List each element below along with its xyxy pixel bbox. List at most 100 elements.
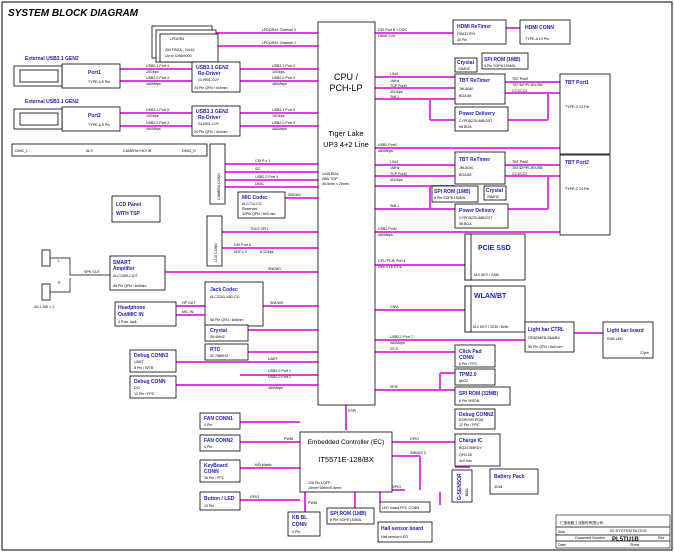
light-ctrl-block: Light bar CTRL ITE8296FN-56A/BX 56 Pin Q… <box>524 321 575 353</box>
sig-usb2-p1-rate: 480Mbps <box>378 149 393 153</box>
clickpad-block: Click Pad CONN 8 Pin / FPC <box>454 344 496 368</box>
sig-edp: eDP x 4 <box>234 250 247 254</box>
sig-sml1-top: SML1 <box>390 95 399 99</box>
pcie-ssd-block: PCIE SSD M.2 KEY / 2280 <box>464 233 526 281</box>
sig-ddi-a: DDI Port A <box>234 243 252 247</box>
light-board-t2: RGB LED <box>607 337 623 341</box>
sig-tcp0-rate: 40Gbps <box>390 90 403 94</box>
sig-tbt-pd1: TBT/DP/PCIE/USB <box>512 83 543 87</box>
hdmi-conn-t2: TYPE-A 19 Pin <box>525 37 549 41</box>
redriver2-t3: GL9901-OJY <box>198 122 220 126</box>
hdmi-retimer-t2: IT66317FN <box>457 32 475 36</box>
hdmi-conn-block: HDMI CONN TYPE-A 19 Pin <box>519 19 571 45</box>
lcd-panel-block: LCD Panel WITH TSP LCD CONN <box>111 195 223 267</box>
sig-spi0: SPI0 <box>390 385 398 389</box>
sig-usb20-p3-cam: USB2.0 Port 3 <box>255 175 278 179</box>
pcie-ssd-t1: PCIE SSD <box>478 245 511 252</box>
rtc-t1: RTC <box>210 347 221 353</box>
charge-t1: Charge IC <box>459 438 483 444</box>
rtc-block: RTC 32.768KHZ <box>204 343 249 361</box>
tpm-t1: TPM2.0 <box>459 372 477 378</box>
sig-usb20-p7: USB2.0 Port 7 <box>390 335 413 339</box>
ec-part: IT5571E-128/BX <box>318 455 373 464</box>
sig-sndw0: SNDW0 <box>270 301 283 305</box>
headphone-block: Headphone Out/MIC IN 4 Pole Jack <box>114 301 177 327</box>
fan1-t2: 4 Pin <box>204 423 212 427</box>
speaker-block: L R 4Ω 1.5W × 2 <box>34 249 110 309</box>
wlan-block: WLAN/BT M.2 KEY / 2230 / Both <box>464 285 526 333</box>
spi-rom-ec-block: SPI ROM (1MB) 8 Pin SOP8 150MIL <box>326 507 375 525</box>
tb-company: 仁宝电脑工业股份有限公司 <box>560 520 604 525</box>
amp-t4: 48 Pin QFN / 6x6mm <box>113 284 147 288</box>
pd2-t1: Power Delivery <box>459 208 495 214</box>
tb-code: PL5TU1B <box>612 537 639 543</box>
sig-cc1: CC1/CC2 <box>512 89 527 93</box>
sig-sndw1: SNDW1 <box>268 267 281 271</box>
spi-rom2-block: SPI ROM (1MB) 8 Pin SOP8 150MIL <box>431 185 479 203</box>
sig-tbt-port2: TBT Port2 <box>512 160 528 164</box>
tb-date: Date: <box>558 543 567 547</box>
clickpad-t1: Click Pad <box>459 349 482 355</box>
crystal-top-t2: 25MHZ <box>458 67 471 71</box>
sig-gpio3: GPIO <box>392 485 401 489</box>
spi32-t1: SPI ROM (32MB) <box>459 391 499 397</box>
dbg2-t1: Debug CONN <box>134 379 166 385</box>
sig-csi: CSI P x 1 <box>255 159 270 163</box>
fan1-block: FAN CONN1 4 Pin <box>199 412 241 430</box>
charge-ic-block: Charge IC BQ24780RUY QFN 28 4x4 mm <box>454 433 501 467</box>
ec-block: Embedded Controller (EC) IT5571E-128/BX … <box>299 431 393 493</box>
sig-ddi-b: DDI Port B + DDC <box>378 28 407 32</box>
light-board-t3: 27pin <box>640 351 649 355</box>
tbt2-t1: TBT ReTimer <box>459 157 490 163</box>
sig-espi: ESPI <box>348 409 356 413</box>
rtc-t2: 32.768KHZ <box>210 354 229 358</box>
signal-labels: LPDDR4X Channel 0 LPDDR4X Channel 1 USB3… <box>84 28 543 505</box>
redriver1-t2: Re-Driver <box>198 71 221 77</box>
btn-t1: Button / LED <box>204 496 235 502</box>
lpddr4-t1: LPDDR4 <box>170 37 184 41</box>
g-sensor-block: G-SENSOR BMA <box>451 469 473 503</box>
hp-t3: 4 Pole Jack <box>118 320 137 324</box>
crystal-bot-block: Crystal 38.4MHZ <box>204 324 249 342</box>
charge-t3: QFN 28 <box>459 453 472 457</box>
cpu-name-2: PCH-LP <box>329 83 362 93</box>
jack-t3: 48 Pin QFN / 6x6mm <box>210 318 244 322</box>
usb-port1-block: External USB3.1 GEN2 Port1 TYPE-A 9 Pin <box>13 56 121 89</box>
sig-rate-d: 480Mbps <box>146 82 161 86</box>
sig-usb20-p4-port: USB2.0 Port 4 <box>146 76 169 80</box>
sig-usb31-p4-cpu: USB3.1 Port 4 <box>272 64 295 68</box>
hdmi-retimer-t1: HDMI ReTimer <box>457 24 491 30</box>
sig-usb2-p1: USB2 Port1 <box>378 143 397 147</box>
dbgc2-t2: ESPI/SPI ROM <box>459 418 483 422</box>
debug-conn-block: Debug CONN DCI 12 Pin / FPC <box>129 375 177 399</box>
sig-tbt-port0: TBT Port0 <box>512 77 528 81</box>
button-led-block: Button / LED 10 Pin <box>199 491 241 511</box>
sig-lsx0-rate: 1MHz <box>390 79 400 83</box>
diagram-title: SYSTEM BLOCK DIAGRAM <box>8 8 139 19</box>
clickpad-t3: 8 Pin / FPC <box>459 362 478 366</box>
battery-t2: 4Cell <box>494 485 502 489</box>
cam-t3: CAMERA+HD+IR <box>123 149 152 153</box>
sig-smbus0: SMBUS 0 <box>410 451 426 455</box>
tb-rev: Rev <box>658 536 665 540</box>
pd2-t3: 96 BGA <box>459 222 472 226</box>
wlan-t1: WLAN/BT <box>474 293 507 300</box>
crystal-bot-t2: 38.4MHZ <box>210 335 226 339</box>
kb-bl-block: KB BL CONN 4 Pin <box>287 511 321 537</box>
sig-usb31-p4-port: USB3.1 Port 4 <box>146 64 169 68</box>
tbt-port1-t2: TYPE-C 24 Pin <box>565 105 589 109</box>
sig-usb20-p3-port: USB2.0 Port 3 <box>146 121 169 125</box>
ec-pkg-1: 128 Pin LQFP <box>308 481 331 485</box>
tbt1-t2: JHL8040 <box>459 87 473 91</box>
dbg1-t3: 8 Pin / WTB <box>134 366 154 370</box>
charge-t4: 4x4 mm <box>459 459 472 463</box>
mic-codec-t4: 32Pin QFN / 5x5 mm <box>242 212 276 216</box>
spi-rom1-block: SPI ROM (1MB) 8 Pin SOP8 150MIL <box>481 52 529 70</box>
pd1-t2: CYPD5225-96BZXIT <box>459 119 493 123</box>
cam-t1: DMIC_L <box>15 149 28 153</box>
spiec-t2: 8 Pin SOP8 150MIL <box>330 518 362 522</box>
usb-p2-sub: TYPE-A 9 Pin <box>88 123 110 127</box>
sig-lpddr-ch0: LPDDR4X Channel 0 <box>262 28 296 32</box>
sig-rate-b: 480Mbps <box>272 82 287 86</box>
light-board-t1: Light bar board <box>607 328 644 334</box>
